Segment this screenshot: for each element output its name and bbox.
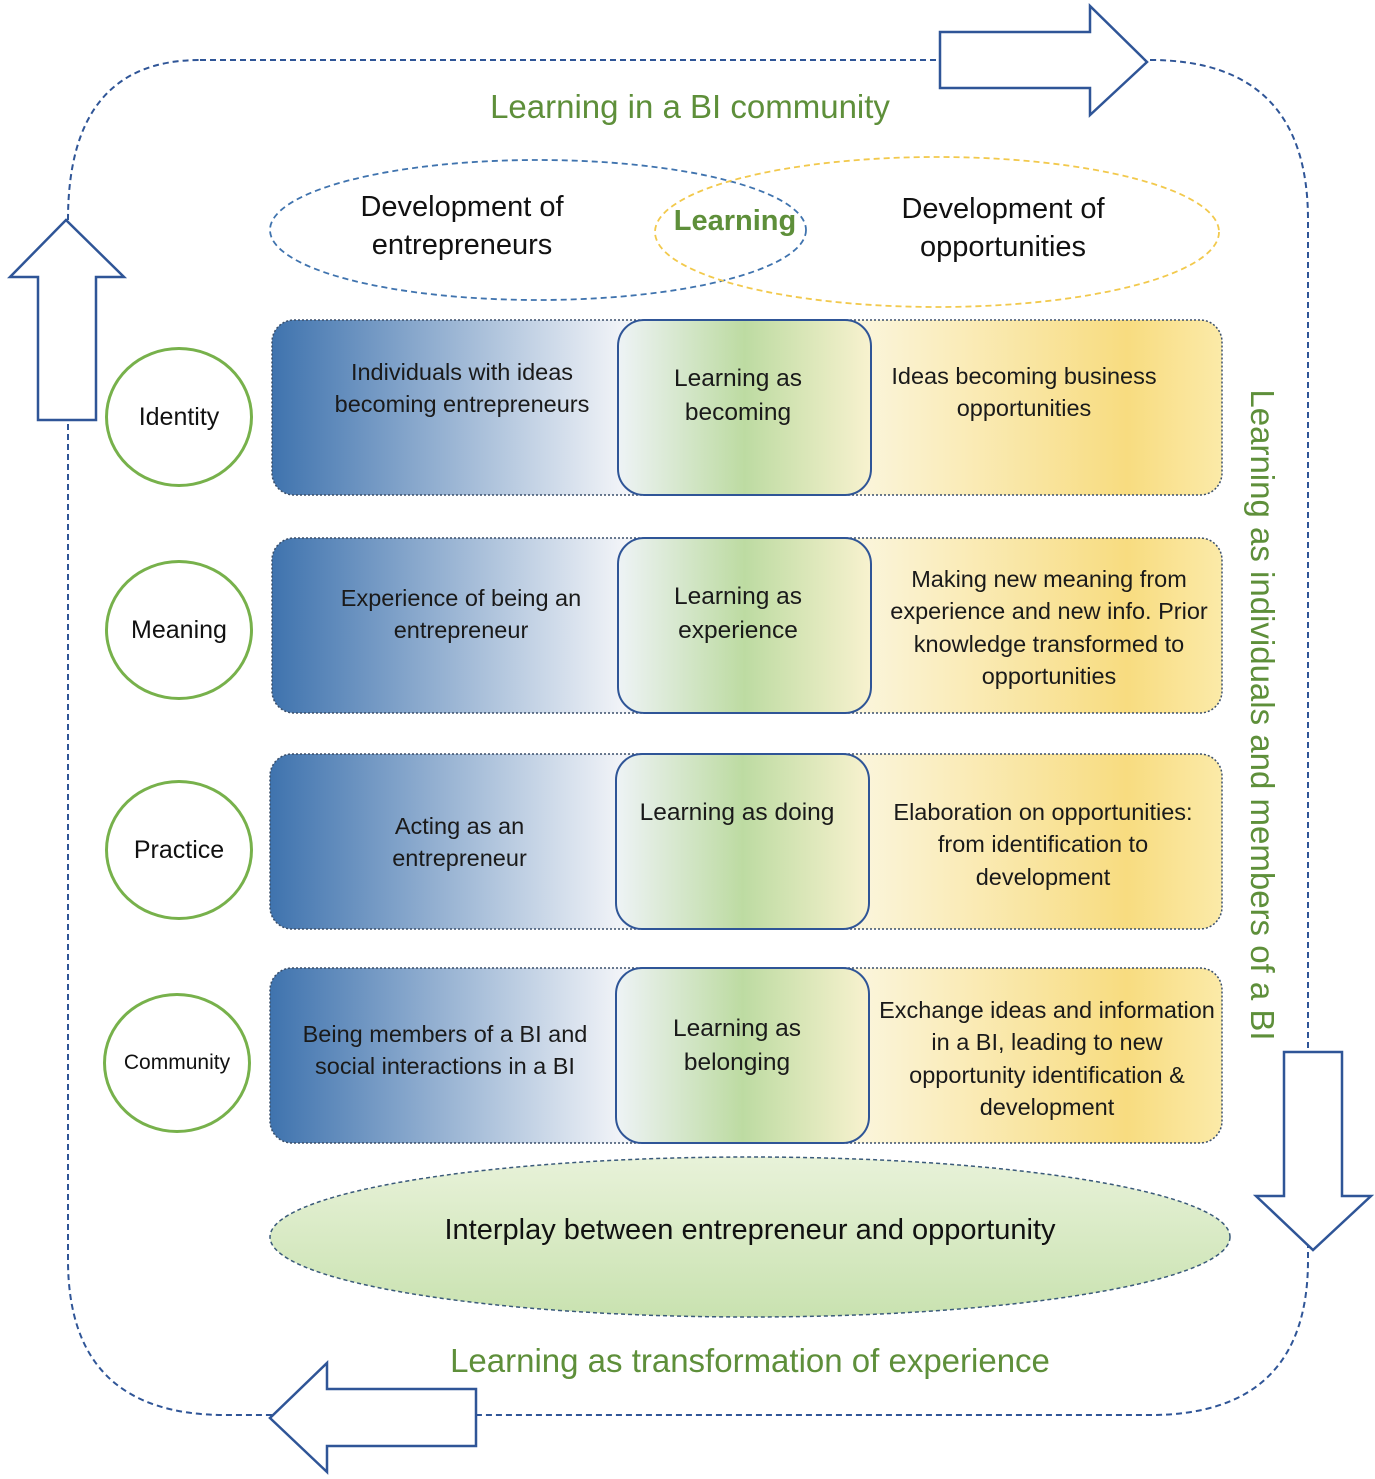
circle-community: Community: [103, 993, 251, 1133]
title-right-vertical: Learning as individuals and members of a…: [1244, 389, 1281, 1041]
venn-ellipse-entrepreneurs: [269, 159, 807, 301]
mid-box-meaning: [617, 537, 872, 714]
circle-meaning: Meaning: [105, 560, 253, 700]
row-practice-middle-text: Learning as doing: [639, 799, 835, 826]
circle-label: Community: [123, 1051, 231, 1074]
row-meaning-middle-text: Learning as experience: [673, 583, 803, 644]
interplay-text: Interplay between entrepreneur and oppor…: [444, 1214, 1056, 1246]
venn-label-entrepreneurs: Development of entrepreneurs: [360, 191, 564, 262]
mid-box-practice: [615, 753, 870, 930]
circle-identity: Identity: [105, 347, 253, 487]
outer-cycle-loop: [67, 59, 1309, 1416]
row-identity-left-text: Individuals with ideas becoming entrepre…: [334, 359, 590, 418]
row-meaning-right-text: Making new meaning from experience and n…: [890, 566, 1208, 690]
row-community-left-text: Being members of a BI and social interac…: [302, 1021, 588, 1080]
circle-label: Identity: [138, 402, 220, 431]
venn-label-opportunities: Development of opportunities: [901, 193, 1105, 264]
arrow-up-left-icon: [7, 218, 128, 422]
circle-practice: Practice: [105, 780, 253, 920]
arrow-down-right-icon: [1252, 1050, 1375, 1252]
arrow-left-bottom-icon: [268, 1360, 478, 1475]
title-top: Learning in a BI community: [490, 88, 890, 125]
row-meaning-left-text: Experience of being an entrepreneur: [340, 585, 582, 644]
arrow-right-top-icon: [938, 3, 1149, 118]
circle-label: Meaning: [131, 615, 227, 644]
venn-ellipse-opportunities: [654, 156, 1220, 308]
row-identity-right-text: Ideas becoming business opportunities: [891, 363, 1157, 422]
row-community-middle-text: Learning as belonging: [672, 1015, 802, 1076]
circle-label: Practice: [133, 835, 225, 864]
mid-box-identity: [617, 319, 872, 496]
title-bottom: Learning as transformation of experience: [450, 1342, 1050, 1379]
venn-label-learning: Learning: [673, 205, 797, 237]
row-practice-left-text: Acting as an entrepreneur: [392, 813, 527, 872]
row-identity-middle-text: Learning as becoming: [673, 365, 803, 426]
mid-box-community: [615, 967, 870, 1144]
row-community-right-text: Exchange ideas and information in a BI, …: [879, 997, 1215, 1121]
row-practice-right-text: Elaboration on opportunities: from ident…: [893, 799, 1193, 890]
interplay-ellipse: [269, 1156, 1231, 1318]
